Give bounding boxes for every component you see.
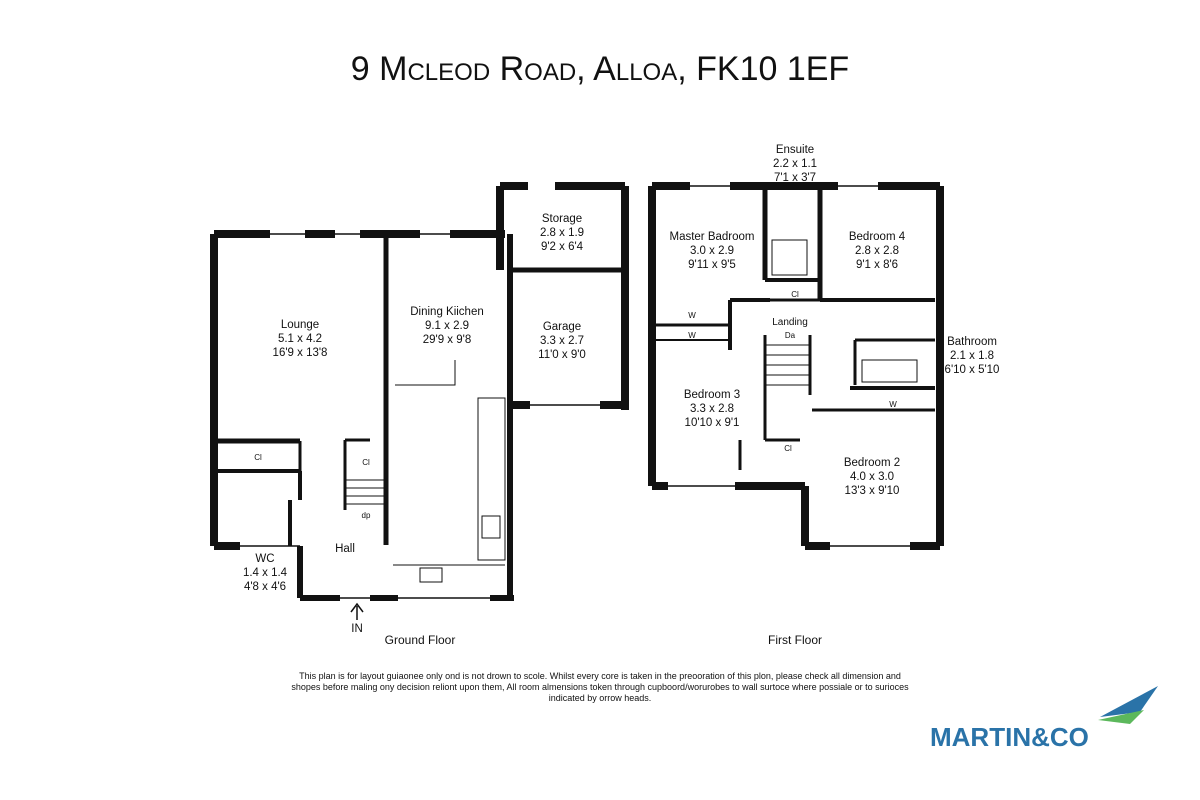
agency-logo: MARTIN&CO [930,682,1160,752]
first-floor-label: First Floor [768,633,822,647]
cupboard-label: Cl [254,453,262,462]
wardrobe-label: W [889,400,897,409]
bathroom-metric: 2.1 x 1.8 [950,350,994,362]
entrance-label: IN [351,623,363,635]
bedroom4-imperial: 9'1 x 8'6 [856,259,898,271]
dining-metric: 9.1 x 2.9 [425,320,469,332]
stairs-up-label: dp [362,511,371,520]
bathroom-imperial: 6'10 x 5'10 [945,364,1000,376]
bedroom3-imperial: 10'10 x 9'1 [685,417,740,429]
logo-text: MARTIN&CO [930,722,1089,752]
wardrobe-label: W [688,331,696,340]
wc-metric: 1.4 x 1.4 [243,567,288,579]
bathroom-name: Bathroom [947,336,997,348]
stairs-down-label: Da [785,331,796,340]
storage-imperial: 9'2 x 6'4 [541,241,584,253]
dining-name: Dining Kiichen [410,306,484,318]
cupboard-label: Cl [784,444,792,453]
ground-floor-label: Ground Floor [385,633,456,647]
wardrobe-label: W [688,311,696,320]
bedroom2-name: Bedroom 2 [844,457,900,469]
ensuite-metric: 2.2 x 1.1 [773,158,817,170]
wc-imperial: 4'8 x 4'6 [244,581,286,593]
ensuite-name: Ensuite [776,144,814,156]
disclaimer-text: This plan is for layout guiaonee only on… [291,671,909,703]
lounge-metric: 5.1 x 4.2 [278,333,322,345]
hall-name: Hall [335,543,355,555]
bedroom3-metric: 3.3 x 2.8 [690,403,734,415]
bedroom3-name: Bedroom 3 [684,389,740,401]
storage-metric: 2.8 x 1.9 [540,227,584,239]
landing-label: Landing [772,317,808,328]
garage-name: Garage [543,321,581,333]
lounge-imperial: 16'9 x 13'8 [273,347,328,359]
bedroom2-imperial: 13'3 x 9'10 [845,485,900,497]
cupboard-label: Cl [362,458,370,467]
ensuite-imperial: 7'1 x 3'7 [774,172,816,184]
page-title: 9 Mcleod Road, Alloa, FK10 1EF [350,50,850,88]
garage-imperial: 11'0 x 9'0 [538,349,586,361]
wc-name: WC [255,553,274,565]
bedroom4-name: Bedroom 4 [849,231,906,243]
master-bedroom-name: Master Badroom [669,231,754,243]
bedroom4-metric: 2.8 x 2.8 [855,245,899,257]
master-bedroom-imperial: 9'11 x 9'5 [688,259,736,271]
lounge-name: Lounge [281,319,319,331]
dining-imperial: 29'9 x 9'8 [423,334,472,346]
storage-name: Storage [542,213,582,225]
master-bedroom-metric: 3.0 x 2.9 [690,245,734,257]
bedroom2-metric: 4.0 x 3.0 [850,471,894,483]
logo-roof-icon [1098,686,1158,724]
cupboard-label: Cl [791,290,799,299]
garage-metric: 3.3 x 2.7 [540,335,584,347]
entrance-arrow-icon [350,602,364,620]
